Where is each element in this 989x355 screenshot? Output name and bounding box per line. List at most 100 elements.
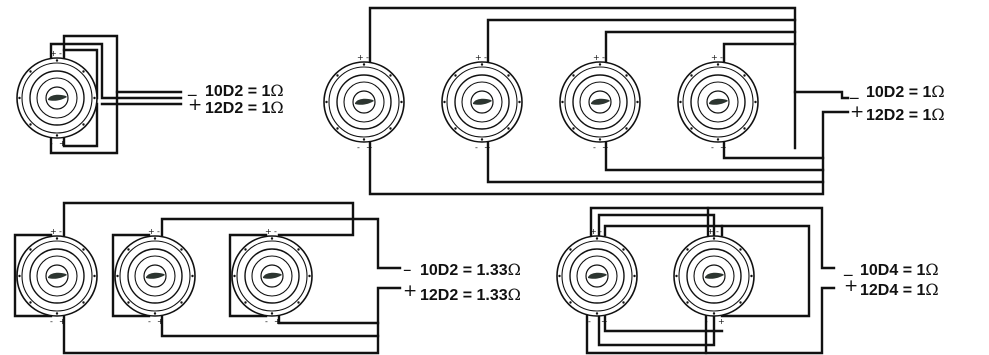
speaker-2: + - - +: [673, 227, 755, 326]
terminal-minus: -: [50, 317, 53, 326]
terminal-minus: -: [59, 49, 62, 58]
terminal-plus: +: [357, 53, 364, 62]
terminal-plus: +: [148, 227, 155, 236]
ohm-symbol: Ω: [508, 285, 521, 304]
wiring-triple: [13, 201, 402, 355]
plus-sign: +: [188, 95, 202, 115]
impedance-value: = 1: [904, 107, 931, 124]
impedance-value: = 1.33: [458, 262, 507, 279]
speaker-2: + - - +: [114, 227, 196, 326]
terminal-minus: -: [720, 53, 723, 62]
subwoofer-icon: [556, 235, 638, 317]
wiring-quad: [368, 6, 850, 196]
terminal-plus: +: [50, 227, 57, 236]
subwoofer-icon: [559, 61, 641, 143]
terminal-plus: +: [50, 49, 57, 58]
impedance-value: = 1: [898, 262, 925, 279]
model-name: 12D2: [205, 100, 243, 117]
ohm-symbol: Ω: [925, 280, 938, 299]
ohm-symbol: Ω: [931, 105, 944, 124]
model-name: 10D4: [860, 262, 898, 279]
subwoofer-icon: [673, 235, 755, 317]
terminal-plus: +: [265, 227, 272, 236]
impedance-value: = 1: [904, 84, 931, 101]
model-name: 10D2: [205, 83, 243, 100]
svg-text:10D2 = 1.33Ω: 10D2 = 1.33Ω: [420, 260, 521, 279]
diagram-four-speakers: + - - + + - - + + - - + + - - + _ 10D: [323, 6, 945, 196]
terminal-plus: +: [484, 143, 491, 152]
terminal-minus: -: [593, 143, 596, 152]
terminal-plus: +: [601, 317, 608, 326]
terminal-minus: -: [602, 53, 605, 62]
terminal-plus: +: [475, 53, 482, 62]
svg-text:10D2 = 1Ω: 10D2 = 1Ω: [866, 82, 945, 101]
subwoofer-icon: [231, 235, 313, 317]
svg-text:12D2 = 1Ω: 12D2 = 1Ω: [205, 98, 284, 117]
svg-text:12D4 = 1Ω: 12D4 = 1Ω: [860, 280, 939, 299]
minus-sign: –: [403, 260, 412, 280]
subwoofer-icon: [441, 61, 523, 143]
ohm-symbol: Ω: [508, 260, 521, 279]
ohm-symbol: Ω: [270, 81, 283, 100]
subwoofer-icon: [16, 235, 98, 317]
model-name: 10D2: [420, 262, 458, 279]
terminal-plus: +: [720, 143, 727, 152]
terminal-minus: -: [357, 143, 360, 152]
minus-sign: _: [849, 80, 859, 100]
terminal-plus: +: [157, 317, 164, 326]
diagram-two-dvc-speakers: + - - + + - - + _ 10D4 = 1Ω + 12D4 = 1Ω: [556, 206, 939, 355]
speaker-3: + - - +: [559, 53, 641, 152]
terminal-minus: -: [148, 317, 151, 326]
minus-sign: _: [187, 77, 197, 97]
model-name: 12D2: [866, 107, 904, 124]
speaker-4: + - - +: [677, 53, 759, 152]
terminal-minus: -: [705, 317, 708, 326]
subwoofer-icon: [323, 61, 405, 143]
terminal-minus: -: [366, 53, 369, 62]
plus-sign: +: [844, 276, 858, 296]
impedance-label: _ 10D2 = 1Ω + 12D2 = 1Ω: [849, 80, 945, 124]
diagram-three-speakers: + - - + + - - + + - - + – 10D2 = 1.33Ω +…: [13, 201, 521, 355]
terminal-minus: -: [711, 143, 714, 152]
model-name: 10D2: [866, 84, 904, 101]
terminal-minus: -: [484, 53, 487, 62]
speaker-1: + - - +: [16, 49, 98, 148]
speaker-1: + - - +: [323, 53, 405, 152]
impedance-label: _ 10D4 = 1Ω + 12D4 = 1Ω: [843, 257, 939, 299]
speaker-1: + - - +: [556, 227, 638, 326]
impedance-value: = 1: [243, 100, 270, 117]
impedance-value: = 1.33: [458, 287, 507, 304]
svg-text:10D2 = 1Ω: 10D2 = 1Ω: [205, 81, 284, 100]
terminal-minus: -: [274, 227, 277, 236]
wiring-dual-d4: [585, 206, 836, 355]
terminal-minus: -: [475, 143, 478, 152]
terminal-plus: +: [274, 317, 281, 326]
speaker-1: + - - +: [16, 227, 98, 326]
diagram-single-speaker: + - - + _ 10D2 = 1Ω + 12D2 = 1Ω: [16, 34, 284, 155]
svg-text:10D4 = 1Ω: 10D4 = 1Ω: [860, 260, 939, 279]
impedance-label: – 10D2 = 1.33Ω + 12D2 = 1.33Ω: [403, 260, 521, 304]
impedance-value: = 1: [243, 83, 270, 100]
terminal-minus: -: [59, 227, 62, 236]
terminal-plus: +: [593, 53, 600, 62]
terminal-plus: +: [711, 53, 718, 62]
terminal-plus: +: [707, 227, 714, 236]
wiring-single: [49, 34, 183, 155]
subwoofer-icon: [114, 235, 196, 317]
terminal-plus: +: [718, 317, 725, 326]
plus-sign: +: [403, 281, 417, 301]
terminal-minus: -: [588, 317, 591, 326]
speaker-3: + - - +: [231, 227, 313, 326]
speaker-2: + - - +: [441, 53, 523, 152]
terminal-plus: +: [59, 139, 66, 148]
terminal-minus: -: [599, 227, 602, 236]
terminal-plus: +: [366, 143, 373, 152]
model-name: 12D4: [860, 282, 898, 299]
svg-text:12D2 = 1Ω: 12D2 = 1Ω: [866, 105, 945, 124]
subwoofer-icon: [677, 61, 759, 143]
impedance-label: _ 10D2 = 1Ω + 12D2 = 1Ω: [187, 77, 284, 117]
terminal-minus: -: [265, 317, 268, 326]
terminal-plus: +: [590, 227, 597, 236]
svg-text:12D2 = 1.33Ω: 12D2 = 1.33Ω: [420, 285, 521, 304]
